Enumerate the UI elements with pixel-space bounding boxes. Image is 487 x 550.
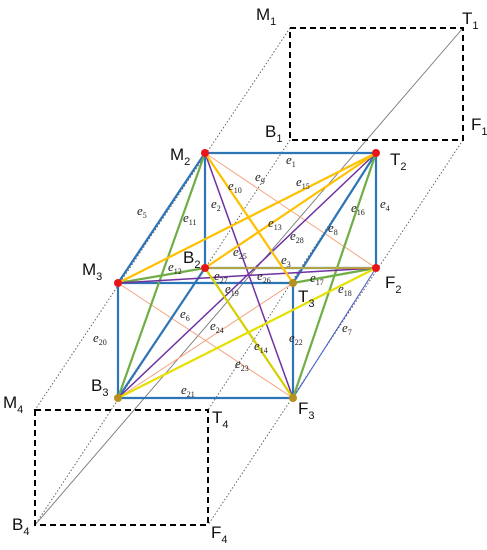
label-t4: T4 — [212, 408, 229, 431]
edge-b3-t3 — [117, 282, 294, 399]
edge-label-e20: e20 — [93, 330, 107, 347]
node-b2 — [201, 264, 209, 272]
edge-label-e2: e2 — [211, 196, 221, 213]
edge-label-e15: e15 — [296, 174, 310, 191]
bottom-dashed-square — [34, 409, 209, 526]
edge-label-e13: e13 — [268, 215, 282, 232]
edge-label-e10: e10 — [228, 178, 242, 195]
node-m3 — [114, 279, 122, 287]
edge-e15 — [204, 152, 377, 269]
edge-label-e24: e24 — [210, 318, 224, 335]
yellow-edges — [117, 152, 377, 399]
edge-label-e27: e27 — [214, 268, 228, 285]
edge-label-e25: e25 — [233, 244, 247, 261]
dotted-guide-lines — [34, 27, 464, 526]
blue-edges — [116, 151, 378, 400]
edge-label-e18: e18 — [338, 281, 352, 298]
label-m2: M2 — [170, 145, 190, 168]
label-f4: F4 — [211, 523, 228, 546]
edge-label-e4: e4 — [380, 196, 390, 213]
node-markers — [114, 149, 380, 402]
node-f3 — [289, 394, 297, 402]
label-b2: B2 — [183, 248, 200, 271]
edge-label-e9: e9 — [255, 169, 265, 186]
edge-label-e16: e16 — [351, 200, 365, 217]
green-edges — [116, 152, 378, 399]
edge-label-e1: e1 — [286, 152, 296, 169]
label-b1: B1 — [265, 122, 282, 145]
edge-label-e17: e17 — [310, 270, 324, 287]
edge-label-e22: e22 — [289, 330, 303, 347]
edge-label-e12: e12 — [168, 259, 182, 276]
guide-t2-t4 — [207, 152, 377, 411]
edge-e8 — [291, 151, 378, 285]
node-m2 — [201, 149, 209, 157]
label-t2: T2 — [390, 150, 407, 173]
edge-label-e28: e28 — [290, 228, 304, 245]
label-m3: M3 — [82, 260, 102, 283]
label-m4: M4 — [3, 393, 23, 416]
label-f3: F3 — [298, 399, 315, 422]
edge-label-e19: e19 — [225, 281, 239, 298]
label-f2: F2 — [385, 273, 402, 296]
edge-e6 — [116, 266, 207, 400]
edge-e13 — [117, 152, 377, 284]
edge-label-e8: e8 — [328, 220, 338, 237]
edge-label-e21: e21 — [181, 382, 195, 399]
label-f1: F1 — [471, 115, 487, 138]
edge-label-e26: e26 — [257, 268, 271, 285]
dashed-squares — [34, 27, 464, 526]
node-b3 — [114, 394, 122, 402]
top-dashed-square — [289, 27, 464, 141]
label-t3: T3 — [298, 287, 315, 310]
edge-label-e7: e7 — [342, 320, 352, 337]
guide-m1-m4 — [34, 27, 291, 411]
edge-e5 — [116, 151, 207, 285]
edge-label-e23: e23 — [235, 356, 249, 373]
edge-label-e11: e11 — [183, 210, 196, 227]
edge-e17 — [292, 266, 377, 285]
edge-m3-b2 — [117, 266, 206, 285]
edge-label-e5: e5 — [137, 203, 147, 220]
edge-e7 — [292, 267, 377, 399]
node-t2 — [372, 149, 380, 157]
node-t3 — [289, 279, 297, 287]
edge-label-e6: e6 — [180, 306, 190, 323]
edge-label-e14: e14 — [254, 338, 268, 355]
edge-e19 — [117, 267, 377, 399]
node-labels: M1 T1 B1 F1 M2 T2 B2 F2 M3 T3 B3 F3 M4 T… — [3, 5, 487, 546]
edge-labels: e1 e2 e3 e4 e5 e6 e7 e8 e9 e10 e11 e12 e… — [93, 152, 390, 399]
edge-label-e3: e3 — [281, 252, 291, 269]
edge-e26 — [117, 267, 377, 284]
node-f2 — [372, 264, 380, 272]
label-m1: M1 — [256, 5, 276, 28]
label-t1: T1 — [462, 9, 479, 32]
label-b3: B3 — [91, 376, 108, 399]
label-b4: B4 — [12, 515, 29, 538]
